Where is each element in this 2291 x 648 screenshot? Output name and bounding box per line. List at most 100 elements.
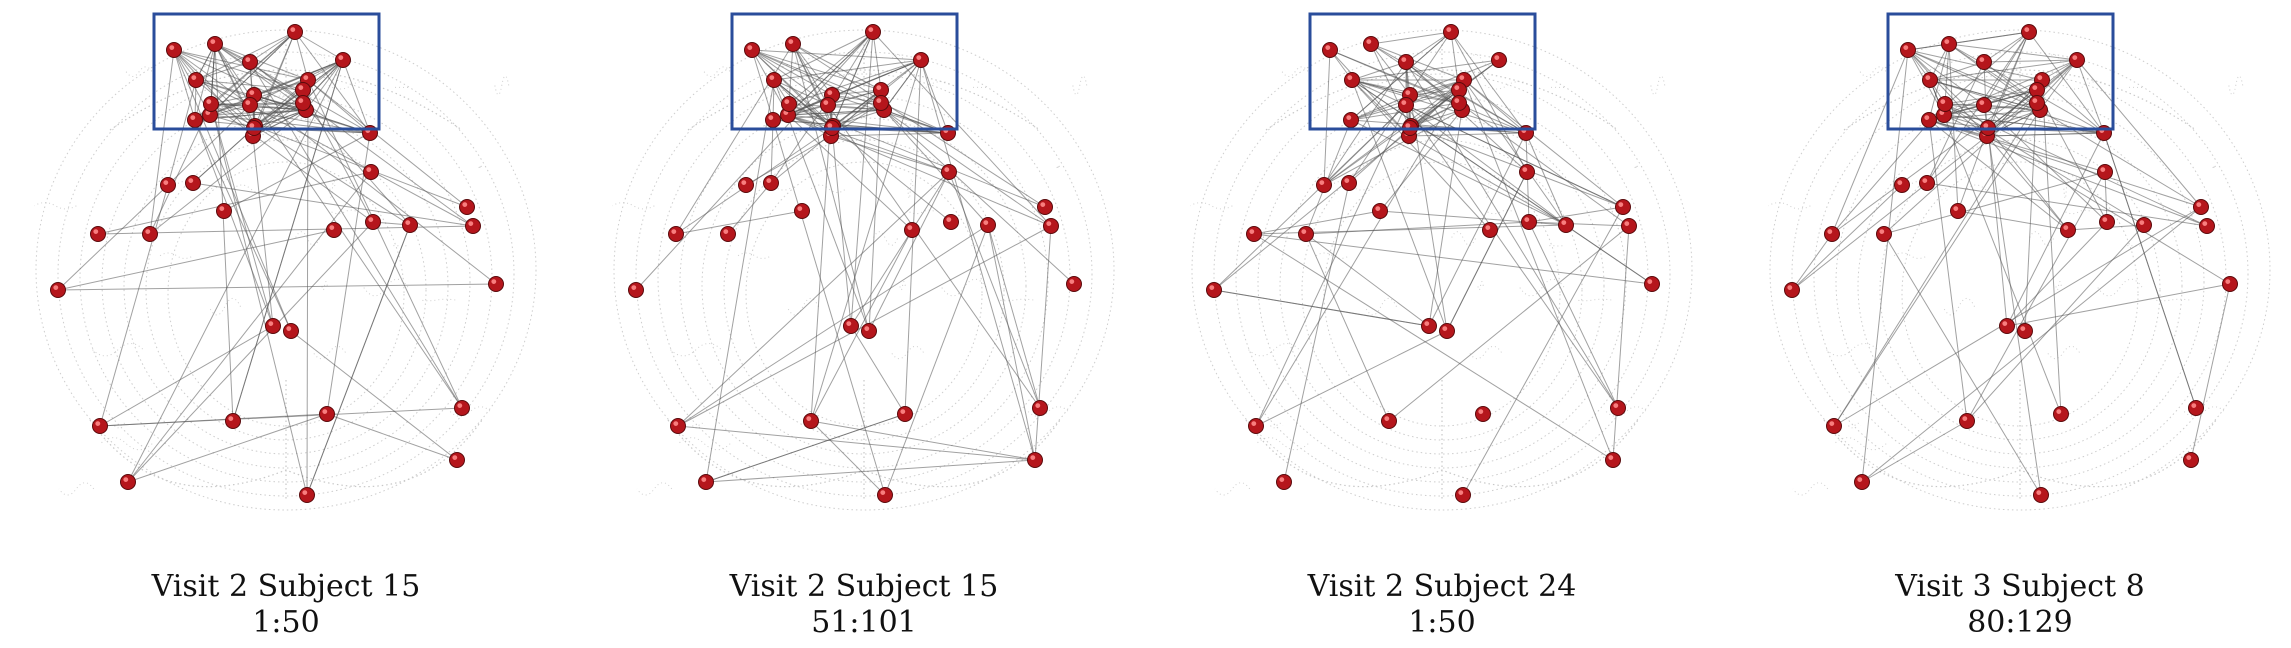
network-edge <box>167 79 197 186</box>
node-shine <box>1035 403 1041 408</box>
red-sphere-node-icon <box>1921 112 1937 128</box>
red-sphere-node-icon <box>1037 199 1053 215</box>
panel-range: 80:129 <box>1967 605 2073 640</box>
network-edge <box>194 119 274 327</box>
red-sphere-node-icon <box>1363 36 1379 52</box>
network-edge <box>1323 49 1331 186</box>
network-edge <box>127 413 328 483</box>
network-edge <box>792 43 1046 208</box>
network-edge <box>1370 43 1411 96</box>
node-shine <box>1424 321 1430 326</box>
node-shine <box>123 477 129 482</box>
red-sphere-node-icon <box>185 175 201 191</box>
network-edge <box>1944 103 1988 137</box>
network-edge <box>675 127 833 235</box>
network-edge <box>2041 79 2105 134</box>
network-edge <box>705 413 906 483</box>
node-layer <box>1206 24 1660 503</box>
node-shine <box>1401 57 1407 62</box>
red-sphere-node-icon <box>2097 164 2113 180</box>
panel-title: Visit 2 Subject 15 <box>151 569 421 604</box>
network-edge <box>99 184 169 427</box>
edge-layer <box>1213 31 1653 496</box>
node-shine <box>1624 221 1630 227</box>
network-edge <box>254 125 468 208</box>
network-edge <box>675 210 803 235</box>
node-shine <box>1405 90 1411 95</box>
network-edge <box>2041 79 2062 415</box>
node-shine <box>983 220 989 226</box>
network-edge <box>1379 210 1567 226</box>
node-shine <box>1924 115 1930 120</box>
network-edge <box>1928 119 2208 227</box>
node-shine <box>1897 180 1903 186</box>
network-edge <box>1253 210 1381 235</box>
network-edge <box>770 59 922 184</box>
network-edge <box>1983 104 2041 111</box>
node-shine <box>768 115 774 120</box>
red-sphere-node-icon <box>449 452 465 468</box>
network-edge <box>210 103 256 127</box>
red-sphere-node-icon <box>1066 276 1082 292</box>
red-sphere-node-icon <box>1519 164 1535 180</box>
network-edge <box>1405 61 1528 173</box>
network-edge <box>810 229 913 422</box>
network-edge <box>1983 104 2108 223</box>
network-edge <box>1463 79 1624 208</box>
network-edge <box>751 49 833 96</box>
node-shine <box>2139 220 2145 226</box>
red-sphere-node-icon <box>1826 418 1842 434</box>
network-edge <box>1986 109 2041 137</box>
network-edge <box>2039 109 2202 208</box>
network-edge <box>173 49 196 121</box>
node-shine <box>673 421 679 426</box>
network-edge <box>1446 171 1528 332</box>
network-edge <box>1791 233 1833 291</box>
red-sphere-node-icon <box>295 95 311 111</box>
highlight-box <box>1886 12 2115 131</box>
network-edge <box>788 43 794 105</box>
node-shine <box>1494 55 1500 60</box>
network-edge <box>194 119 292 332</box>
network-edge <box>773 79 952 223</box>
network-edge <box>677 224 989 427</box>
red-sphere-node-icon <box>187 112 203 128</box>
red-sphere-node-icon <box>1344 72 1360 88</box>
node-shine <box>191 75 197 80</box>
node-shine <box>1787 285 1793 290</box>
node-shine <box>268 321 274 326</box>
network-edge <box>787 109 885 116</box>
node-shine <box>1613 403 1619 408</box>
network-edge <box>1525 132 1567 226</box>
panel-title: Visit 2 Subject 24 <box>1307 569 1577 604</box>
network-edge <box>1966 171 2106 422</box>
network-edge <box>2039 59 2078 111</box>
node-shine <box>946 217 952 223</box>
red-sphere-node-icon <box>488 276 504 292</box>
network-edge <box>751 49 882 91</box>
network-edge <box>787 31 874 116</box>
network-edge <box>1350 94 1411 121</box>
network-edge <box>810 94 833 422</box>
network-edge <box>1926 61 1985 184</box>
node-shine <box>827 123 833 128</box>
node-shine <box>93 229 99 235</box>
network-edge <box>883 59 922 111</box>
node-shine <box>2202 221 2208 227</box>
network-edge <box>1283 182 1350 483</box>
red-sphere-node-icon <box>1443 24 1459 40</box>
red-sphere-node-icon <box>1959 413 1975 429</box>
network-edge <box>149 49 175 235</box>
node-shine <box>290 27 296 32</box>
network-edge <box>210 43 216 105</box>
network-edge <box>1450 31 1528 173</box>
node-shine <box>462 202 468 208</box>
red-sphere-node-icon <box>781 96 797 112</box>
network-edge <box>249 59 344 106</box>
network-edge <box>1351 79 1491 231</box>
network-edge <box>920 59 1036 461</box>
network-edge <box>987 224 1041 409</box>
node-shine <box>1879 229 1885 235</box>
red-sphere-node-icon <box>794 203 810 219</box>
red-sphere-node-icon <box>203 96 219 112</box>
